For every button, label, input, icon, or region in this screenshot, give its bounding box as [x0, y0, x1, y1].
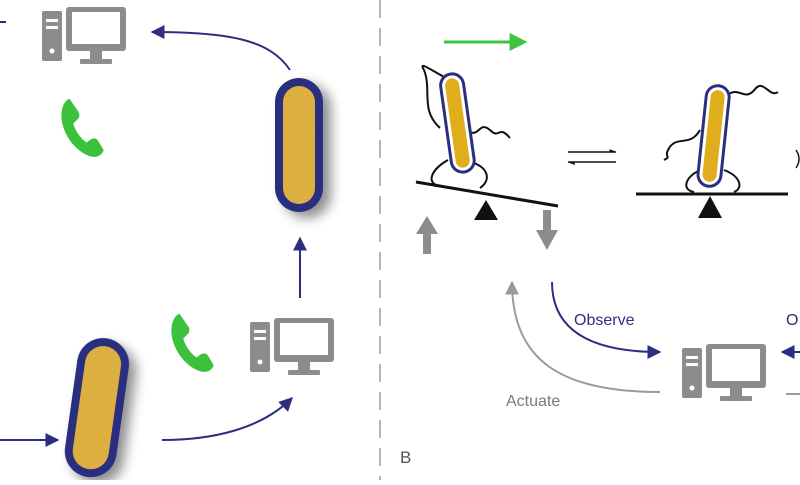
down-arrow	[536, 210, 558, 250]
arrow-bacterium-to-computer-bottom	[161, 397, 293, 441]
seesaw-beam	[415, 180, 559, 208]
flagellum	[465, 126, 511, 139]
phone-handset-icon	[171, 313, 214, 372]
bacterium-cell	[275, 78, 323, 212]
seesaw-fulcrum	[474, 200, 498, 220]
computer-icon	[682, 344, 766, 401]
computer-icon	[42, 7, 126, 64]
pili	[685, 169, 741, 193]
observe-label-cut: O	[786, 312, 798, 329]
bacterium-cell	[64, 338, 130, 478]
panel-label-b: B	[400, 448, 411, 467]
bacterium-on-seesaw-left	[421, 64, 511, 189]
panel-a	[0, 7, 334, 478]
flagellum	[663, 129, 701, 161]
actuate-label: Actuate	[506, 393, 560, 410]
panel-b: Observe O Actuate B	[400, 33, 800, 467]
phone-handset-icon	[61, 98, 104, 157]
bacterium-on-seesaw-right	[663, 84, 779, 193]
flagellum	[421, 64, 451, 129]
edge-fragment	[795, 149, 800, 169]
actuate-arrow	[505, 280, 661, 393]
observe-arrow	[551, 281, 662, 359]
up-arrow	[416, 216, 438, 254]
arrow-bacterium-to-computer	[150, 25, 291, 71]
flagellum	[725, 85, 779, 97]
observe-label: Observe	[574, 312, 635, 329]
computer-icon	[250, 318, 334, 375]
seesaw-fulcrum	[698, 196, 722, 218]
